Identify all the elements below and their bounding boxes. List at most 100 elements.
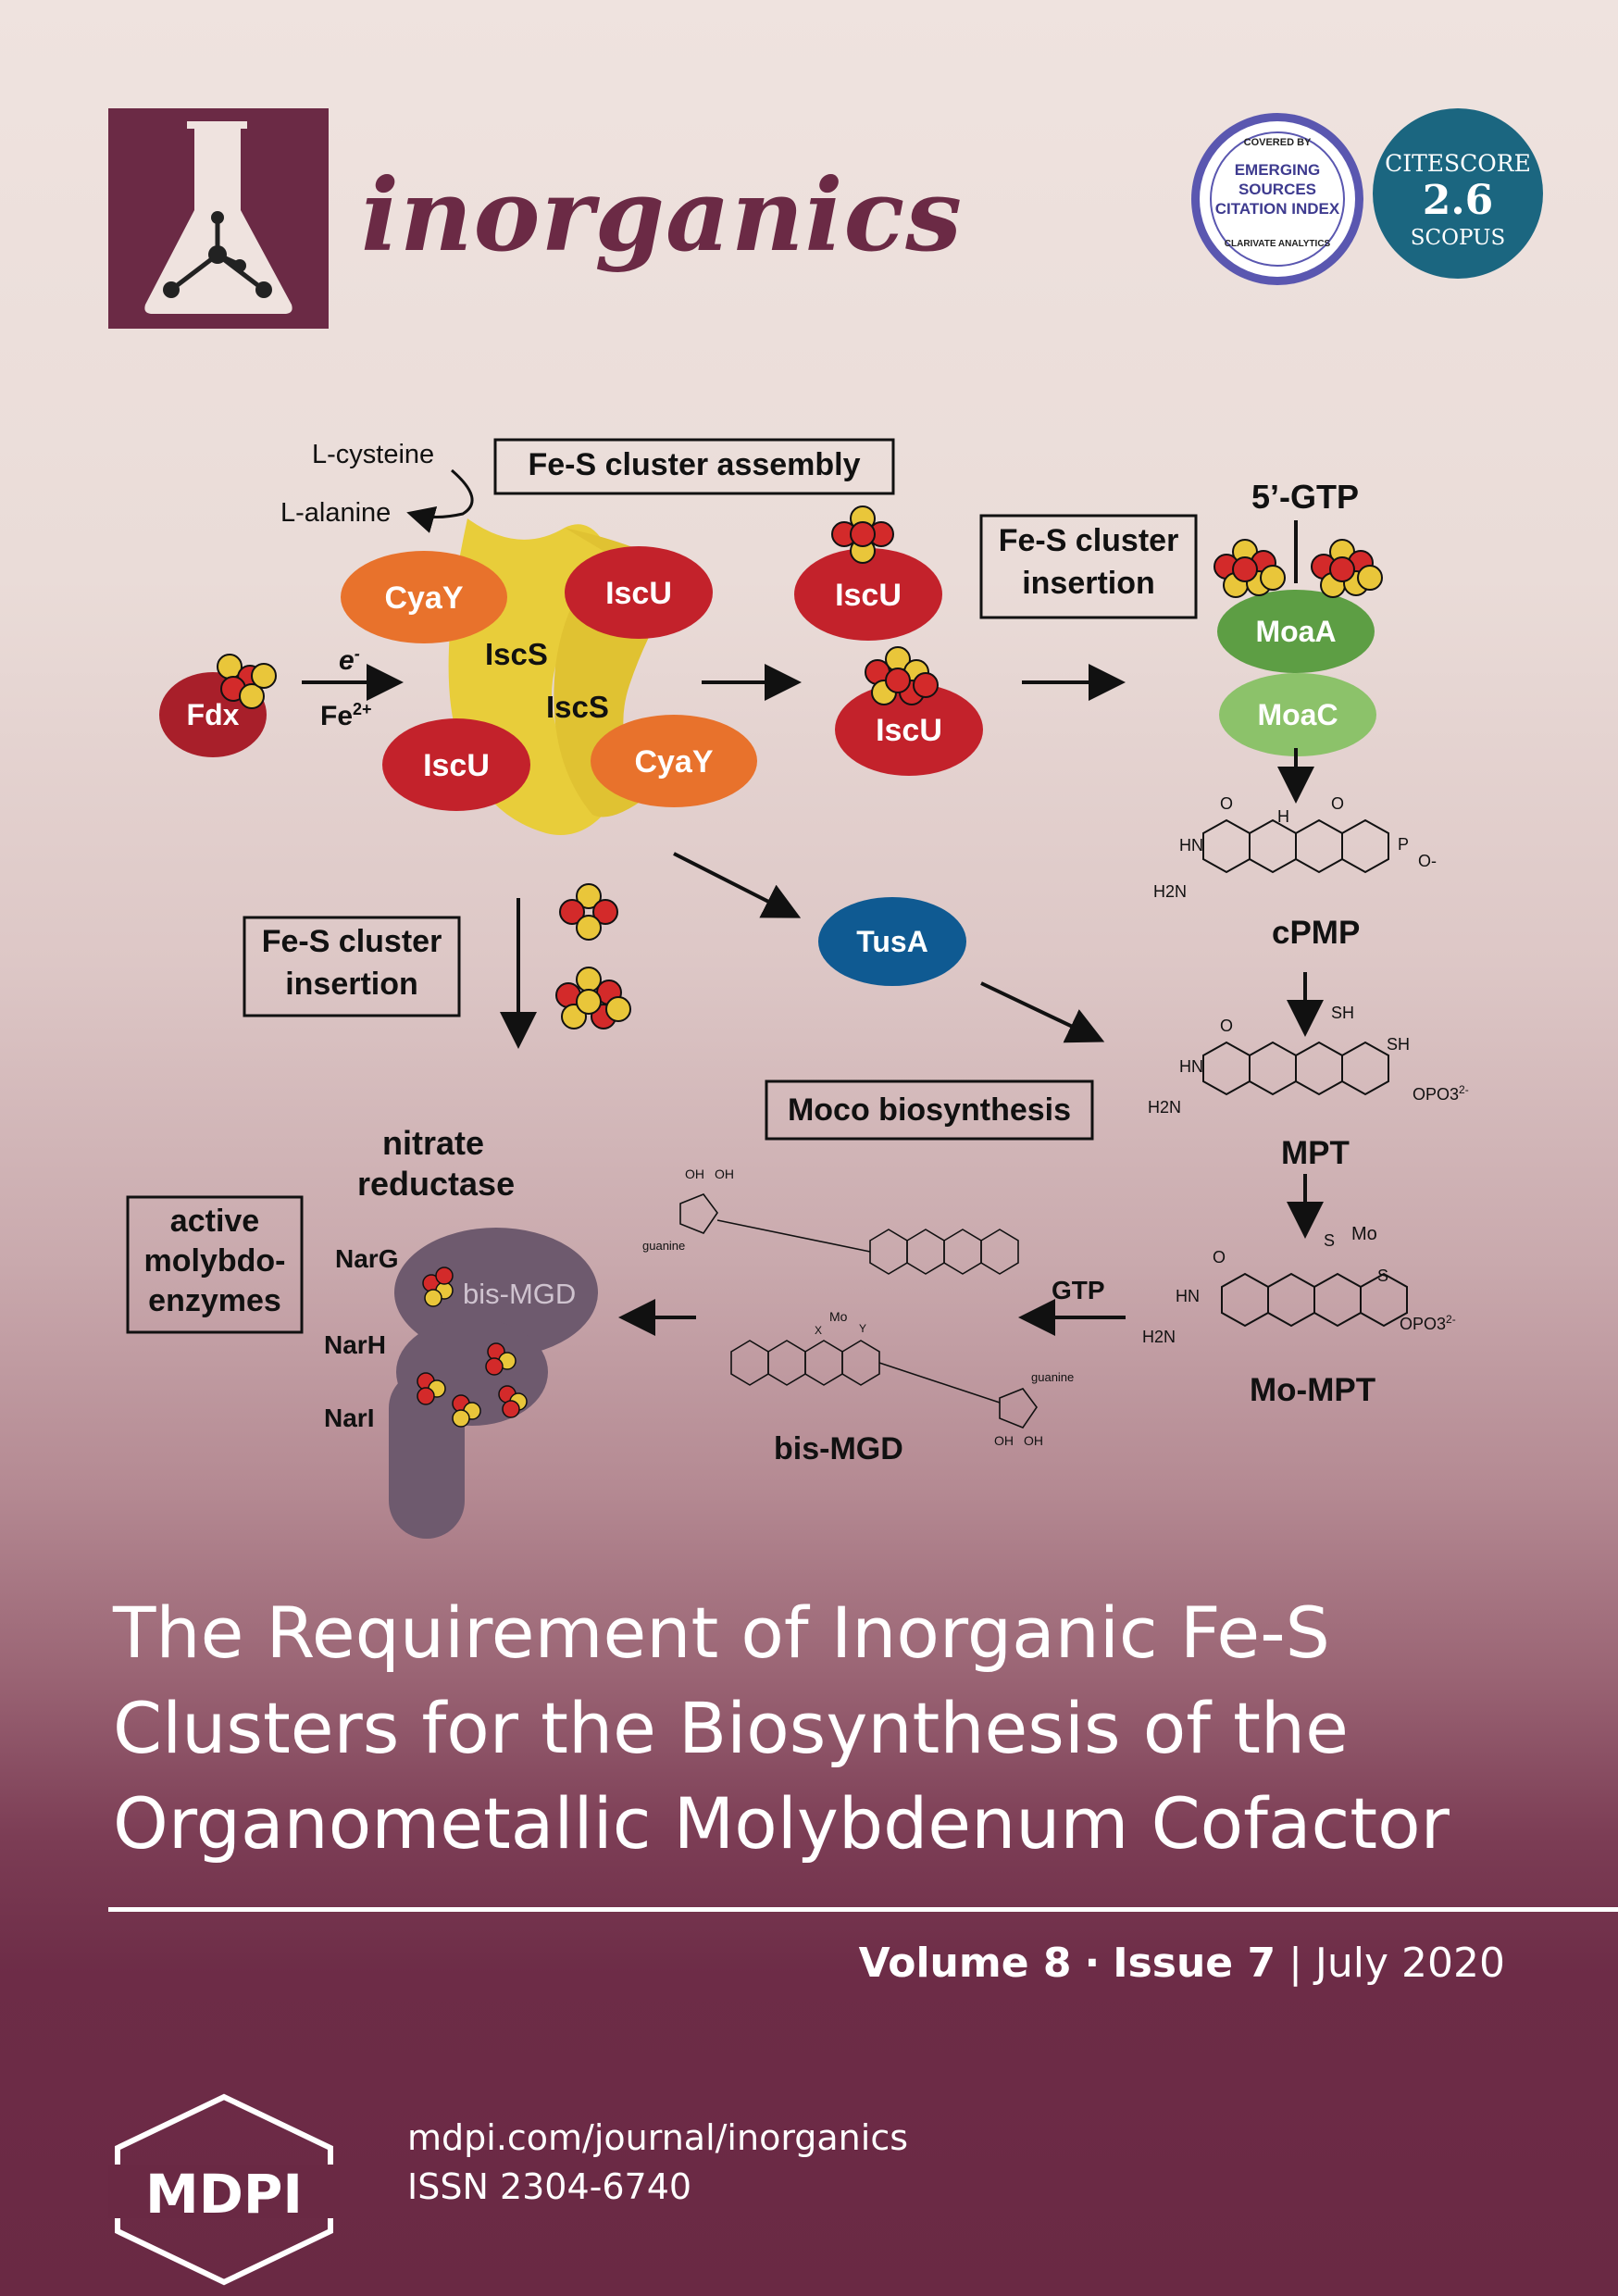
bismgd-atom-oh3: OH (994, 1433, 1014, 1448)
citescore-badge: CITESCORE 2.6 SCOPUS (1373, 108, 1543, 279)
iron-label: Fe2+ (320, 700, 372, 732)
fes-cluster-moaa-1 (1214, 539, 1286, 598)
fe-s-insertion-top-box (979, 514, 1198, 619)
fdx-label: Fdx (186, 698, 240, 731)
bismgd-atom-mo: Mo (829, 1309, 848, 1324)
esci-clarivate: CLARIVATE ANALYTICS (1224, 239, 1331, 249)
cpmp-label: cPMP (1272, 915, 1361, 951)
electron-sup: - (354, 644, 360, 663)
mpt-atom-o: O (1220, 1017, 1234, 1035)
journal-name: inorganics (361, 157, 964, 274)
narh-label: NarH (324, 1330, 386, 1359)
esci-line-index: CITATION INDEX (1214, 200, 1340, 218)
mompt-atom-hn: HN (1176, 1287, 1200, 1305)
bismgd-atom-oh1: OH (685, 1167, 704, 1181)
esci-seal-icon (1191, 113, 1363, 285)
fes-cluster-enzyme-5 (498, 1385, 528, 1418)
moaa-label: MoaA (1255, 615, 1337, 648)
moco-label: Moco biosynthesis (787, 1092, 1072, 1128)
iron-sup: 2+ (353, 700, 372, 718)
moac-label: MoaC (1257, 698, 1338, 731)
bismgd-guanine-1: guanine (642, 1239, 686, 1253)
cpmp-atom-h2n: H2N (1153, 882, 1188, 901)
bismgd-structure (679, 1193, 1038, 1429)
fe-s-insertion-left-label-2: insertion (285, 967, 418, 1002)
iscu-protein-1 (565, 546, 713, 639)
mompt-atom-h2n: H2N (1142, 1328, 1176, 1346)
cpmp-atom-ominus: O- (1418, 852, 1437, 870)
mpt-structure (1202, 1041, 1389, 1096)
journal-logo (108, 108, 329, 329)
mompt-atom-s1: S (1324, 1231, 1336, 1250)
mpt-atom-opo3: OPO32- (1413, 1083, 1469, 1104)
bismgd-atom-oh4: OH (1024, 1433, 1043, 1448)
tusa-protein (818, 897, 966, 986)
article-title-line-1: The Requirement of Inorganic Fe-S (113, 1591, 1330, 1674)
mompt-label: Mo-MPT (1250, 1372, 1376, 1408)
fes-cluster-enzyme-3 (417, 1372, 446, 1405)
mompt-atom-opo3: OPO32- (1400, 1313, 1456, 1334)
issn: ISSN 2304-6740 (407, 2166, 692, 2207)
fes-cluster-enzyme-1 (422, 1267, 454, 1307)
mompt-opo3-text: OPO3 (1400, 1315, 1447, 1333)
electron-text: e (339, 645, 355, 676)
bismgd-enzyme-label: bis-MGD (463, 1278, 577, 1310)
nari-label: NarI (324, 1404, 375, 1432)
cpmp-atom-hn: HN (1179, 836, 1203, 855)
iscu-label-2: IscU (423, 748, 490, 783)
mdpi-logo: MDPI (108, 2092, 340, 2287)
fe-s-assembly-box (493, 438, 895, 495)
mpt-atom-h2n: H2N (1148, 1098, 1182, 1117)
fes-cluster-free-1 (559, 883, 618, 941)
fe-s-assembly-label: Fe-S cluster assembly (528, 447, 861, 482)
mpt-atom-hn: HN (1179, 1057, 1203, 1076)
iscu-protein-2 (382, 718, 530, 811)
fe-s-insertion-left-box (243, 916, 461, 1017)
iscu-protein-3 (794, 548, 942, 641)
narg-label: NarG (335, 1244, 399, 1273)
mompt-opo3-sup: 2- (1446, 1313, 1456, 1326)
bismgd-atom-y: Y (859, 1322, 867, 1335)
l-alanine-label: L-alanine (280, 498, 392, 528)
title-divider (108, 1907, 1618, 1912)
citescore-label: CITESCORE (1385, 150, 1531, 177)
mpt-label: MPT (1281, 1135, 1350, 1171)
flask-icon (144, 121, 292, 314)
volume-issue-separator: · (1084, 1940, 1101, 1987)
cpmp-atom-p: P (1398, 835, 1410, 854)
active-label-2: molybdo- (143, 1243, 286, 1279)
mpt-opo3-text: OPO3 (1413, 1085, 1460, 1104)
fes-cluster-enzyme-2 (485, 1342, 517, 1376)
fe-s-insertion-top-label-2: insertion (1022, 566, 1155, 601)
esci-covered: COVERED BY (1243, 137, 1312, 148)
mdpi-wordmark: MDPI (145, 2163, 303, 2226)
article-title-line-2: Clusters for the Biosynthesis of the (113, 1687, 1349, 1769)
iscu-label-3: IscU (835, 578, 902, 613)
iscu-protein-4 (835, 683, 983, 776)
article-title-line-3: Organometallic Molybdenum Cofactor (113, 1782, 1450, 1865)
electron-label: e- (339, 644, 360, 677)
mdpi-hexagon-icon (108, 2093, 340, 2286)
cpmp-atom-h: H (1277, 807, 1289, 826)
l-cysteine-label: L-cysteine (312, 440, 435, 469)
iscs-label-1: IscS (485, 637, 548, 671)
article-title: The Requirement of Inorganic Fe-S Cluste… (113, 1585, 1557, 1871)
nari-subunit (389, 1370, 465, 1539)
journal-url: mdpi.com/journal/inorganics (407, 2117, 909, 2158)
mpt-atom-sh1: SH (1331, 1004, 1355, 1022)
cpmp-atom-o: O (1220, 794, 1234, 813)
issue-date-separator: | (1288, 1940, 1302, 1987)
esci-badge: COVERED BY EMERGING SOURCES CITATION IND… (1189, 111, 1365, 287)
cyay-label-2: CyaY (634, 744, 714, 780)
issue-date: July 2020 (1314, 1940, 1505, 1987)
active-label-3: enzymes (148, 1283, 281, 1318)
nitrate-label-2: reductase (357, 1165, 516, 1203)
bismgd-atom-oh2: OH (715, 1167, 734, 1181)
fes-cluster-free-2 (555, 967, 631, 1029)
issue-info: Volume 8 · Issue 7 | July 2020 (859, 1940, 1505, 1987)
iron-text: Fe (320, 701, 354, 731)
fes-cluster-iscu-bottom (865, 646, 939, 705)
gtp5-label: 5’-GTP (1251, 478, 1360, 516)
moaa-protein (1217, 590, 1375, 673)
